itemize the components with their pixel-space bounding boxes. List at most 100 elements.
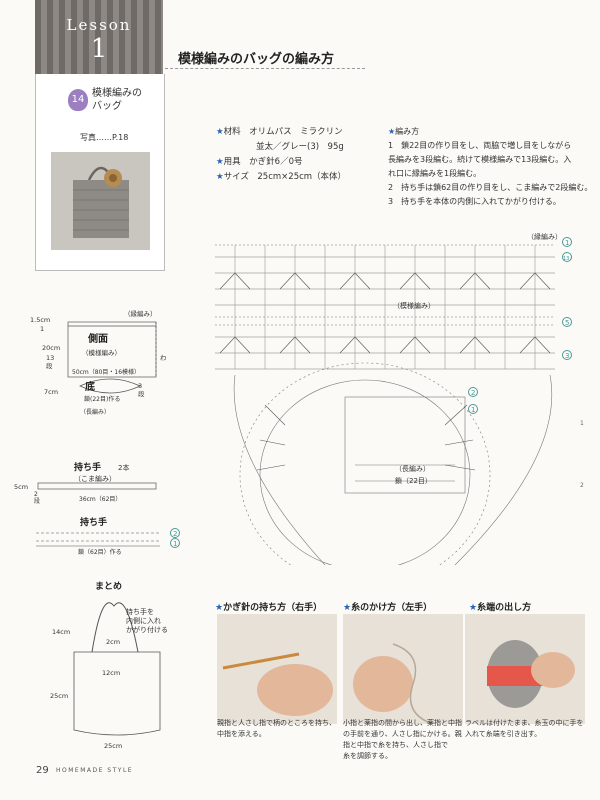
handle2-title: 持ち手	[80, 516, 107, 528]
handle1-len: 36cm（62目）	[79, 496, 121, 503]
m-15: 1.5cm	[30, 316, 50, 324]
side-diagram: （縁編み） 側面 （模様編み） 1.5cm 1 20cm 13 段 わ 50cm…	[30, 309, 167, 416]
assembly-m2: 2cm	[106, 638, 120, 646]
material-value2: 並太／グレー(3) 95g	[256, 142, 344, 152]
side-number-2: 2	[580, 482, 584, 489]
crochet-chart: （縁編み） （模様編み） （長編み） 鎖（22目） 1 13 5 3 2 1 1…	[215, 232, 584, 565]
footer-text: HOMEMADE STYLE	[56, 767, 134, 774]
row-marker-2: 2	[471, 389, 475, 397]
wa-label: わ	[160, 354, 167, 362]
step-3: 3 持ち手を本体の内側に入れてかがり付ける。	[388, 197, 561, 206]
assembly-m25b: 25cm	[104, 742, 122, 750]
handle2-row1: 1	[173, 540, 177, 548]
end-title-text: 糸端の出し方	[477, 603, 532, 613]
materials-block: ★材料 オリムパス ミラクリン 並太／グレー(3) 95g ★用具 かぎ針6／0…	[216, 125, 346, 185]
yarn-caption-1: 小指と薬指の間から出し、薬指と中指	[343, 719, 462, 727]
handle1-m5: 5cm	[14, 483, 28, 491]
step-1c: れ口に縁編みを1段編む。	[388, 169, 482, 178]
handle2-chain: 鎖（62目）作る	[78, 548, 122, 556]
yarn-holding-photo	[343, 614, 463, 724]
bottom-long: （長編み）	[80, 408, 110, 416]
handle1-dan: 段	[34, 497, 40, 505]
star-icon: ★	[216, 172, 224, 182]
size-value: 25cm×25cm（本体）	[257, 172, 347, 182]
step-1a: 1 鎖22目の作り目をし、両脇で増し目をしながら	[388, 141, 572, 150]
m-1: 1	[40, 325, 44, 333]
assembly-note3: かがり付ける	[126, 625, 168, 634]
hold-caption-2: 中指を添える。	[217, 730, 266, 738]
m-20: 20cm	[42, 344, 60, 352]
yarn-end-photo	[465, 614, 585, 724]
handle1-count: 2本	[118, 463, 129, 472]
page-number: 29	[36, 765, 49, 776]
project-title-line2: バッグ	[92, 101, 122, 112]
bag-illustration	[73, 166, 129, 238]
chart-chain-label: 鎖（22目）	[395, 476, 432, 485]
assembly-m14: 14cm	[52, 628, 70, 636]
handle1-m2: 2	[34, 491, 38, 498]
yarn-caption: 小指と薬指の間から出し、薬指と中指 の手前を通り、人さし指にかける。親 指と中指…	[343, 718, 463, 762]
star-icon: ★	[216, 157, 224, 167]
size-label: サイズ	[223, 172, 249, 182]
lesson-header: Lesson 1	[35, 0, 163, 74]
hook-holding-photo	[217, 614, 337, 724]
star-icon: ★	[469, 603, 478, 613]
tools-label: 用具	[223, 157, 241, 167]
yarn-title-text: 糸のかけ方（左手）	[351, 603, 433, 613]
end-caption-2: 入れて糸端を引き出す。	[465, 730, 542, 738]
hand-hook-illustration	[222, 652, 333, 716]
side-number-1: 1	[580, 420, 584, 427]
row-marker-5: 5	[565, 319, 569, 327]
step-1b: 長編みを3段編む。続けて模様編みで13段編む。入	[388, 155, 572, 164]
side-label: 側面	[87, 332, 108, 345]
project-badge: 14	[68, 89, 88, 111]
side-width: 50cm（80目・16模様）	[72, 368, 140, 376]
yarn-title: ★糸のかけ方（左手）	[343, 600, 432, 613]
assembly-note2: 内側に入れ	[126, 616, 161, 625]
m-dan: 段	[46, 361, 53, 370]
m-3: 3	[138, 382, 142, 390]
assembly-title: まとめ	[95, 581, 122, 592]
project-title: 模様編みの バッグ	[92, 87, 142, 113]
chart-pattern-label: （模様編み）	[393, 301, 435, 310]
star-icon: ★	[388, 127, 396, 136]
assembly-diagram: まとめ 持ち手を 内側に入れ かがり付ける 14cm 2cm 12cm 25cm…	[50, 581, 168, 750]
row-marker-1b: 1	[471, 406, 475, 414]
handle-diagram-1: 持ち手 2本 （こま編み） 5cm 2 段 36cm（62目）	[14, 461, 157, 505]
chart-grid	[215, 244, 555, 565]
tools-value: かぎ針6／0号	[249, 157, 303, 167]
bag-photo	[51, 152, 150, 250]
hand-yarn-illustration	[353, 643, 434, 724]
side-pattern: （模様編み）	[82, 348, 121, 357]
m-7: 7cm	[44, 388, 58, 396]
chart-edge-label: （縁編み）	[527, 232, 562, 241]
hold-title-text: かぎ針の持ち方（右手）	[223, 603, 323, 613]
assembly-m25: 25cm	[50, 692, 68, 700]
row-marker-1: 1	[565, 239, 569, 247]
handle2-row2: 2	[173, 530, 177, 538]
yarn-caption-2: の手前を通り、人さし指にかける。親	[343, 730, 462, 738]
project-title-line1: 模様編みの	[92, 88, 142, 99]
yarn-caption-3: 指と中指で糸を持ち、人さし指で	[343, 741, 448, 749]
row-marker-3: 3	[565, 352, 569, 360]
bottom-label: 底	[85, 380, 95, 393]
step-2: 2 持ち手は鎖62目の作り目をし、こま編みで2段編む。	[388, 183, 593, 192]
assembly-m12: 12cm	[102, 669, 120, 677]
hold-title: ★かぎ針の持ち方（右手）	[215, 600, 322, 613]
title-underline	[165, 68, 365, 69]
page-title: 模様編みのバッグの編み方	[178, 52, 335, 67]
m-dan2: 段	[138, 389, 145, 398]
lesson-word: Lesson	[66, 16, 132, 34]
star-icon: ★	[343, 603, 352, 613]
star-icon: ★	[215, 603, 224, 613]
handle1-sub: （こま編み）	[74, 474, 116, 483]
yarn-caption-4: 糸を調節する。	[343, 752, 392, 760]
end-caption: ラベルは付けたまま、糸玉の中に手を 入れて糸端を引き出す。	[465, 718, 585, 740]
hold-caption: 親指と人さし指で柄のところを持ち、 中指を添える。	[217, 718, 337, 740]
material-value: オリムパス ミラクリン	[249, 127, 343, 137]
end-caption-1: ラベルは付けたまま、糸玉の中に手を	[465, 719, 584, 727]
yarn-ball-illustration	[487, 640, 575, 708]
m-13: 13	[46, 354, 54, 362]
bottom-chain: 鎖(22目)作る	[84, 395, 120, 403]
side-edge-label: （縁編み）	[124, 309, 157, 318]
